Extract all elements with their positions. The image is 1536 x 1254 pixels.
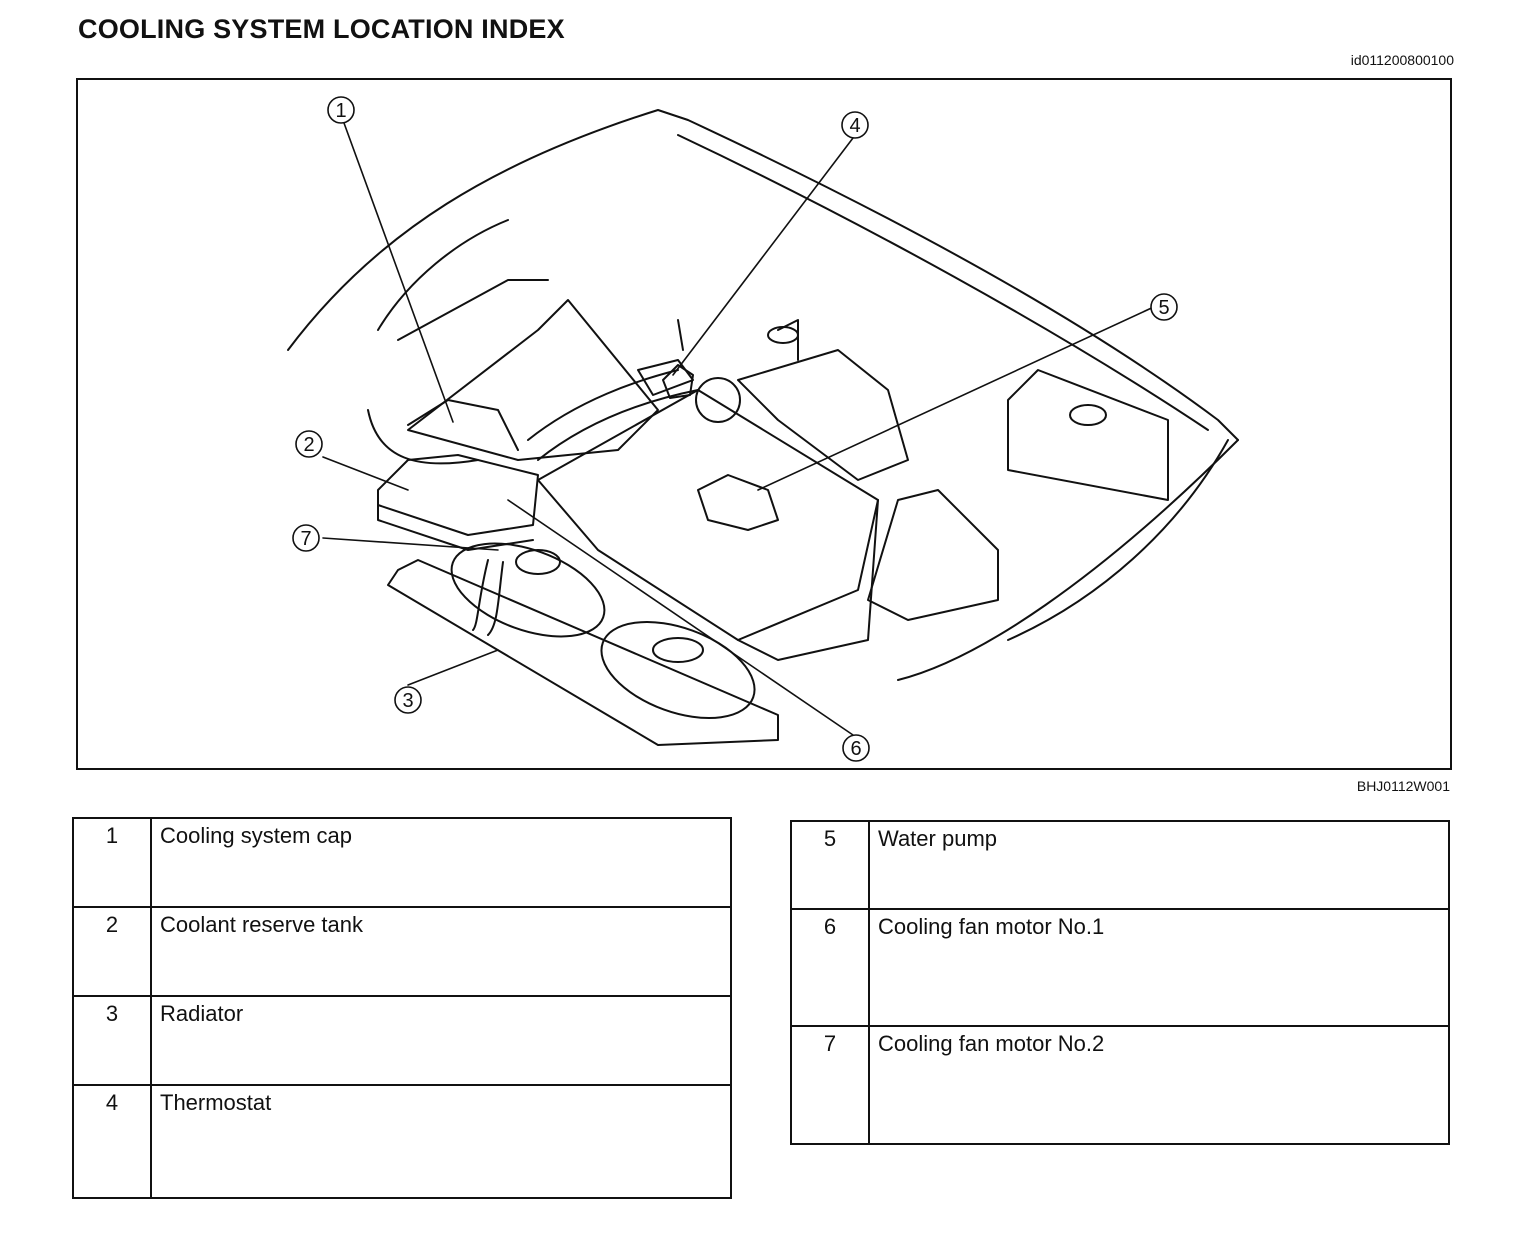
- callout-5: 5: [1158, 297, 1169, 319]
- air-cleaner: [407, 299, 659, 461]
- firewall-line: [897, 439, 1239, 681]
- item-number: 4: [72, 1084, 152, 1199]
- engine-bay-illustration: 1 2 3 4 5 6 7: [76, 78, 1452, 770]
- callout-circles: [292, 96, 1178, 762]
- callout-3: 3: [402, 690, 413, 712]
- document-id: id011200800100: [1350, 52, 1454, 68]
- intake-duct: [527, 369, 679, 441]
- callout-4: 4: [849, 115, 860, 137]
- item-number: 7: [790, 1025, 870, 1145]
- radiator: [387, 559, 779, 746]
- callout-6: 6: [850, 738, 861, 760]
- hood-outline: [287, 109, 1239, 441]
- item-number: 1: [72, 817, 152, 908]
- bay-floor: [367, 409, 1229, 641]
- item-number: 5: [790, 820, 870, 910]
- table-row: 7 Cooling fan motor No.2: [790, 1025, 1450, 1145]
- item-label: Thermostat: [150, 1084, 732, 1199]
- thermostat-housing: [662, 364, 694, 399]
- water-pump: [697, 474, 779, 531]
- page-title: COOLING SYSTEM LOCATION INDEX: [78, 14, 565, 44]
- item-number: 3: [72, 995, 152, 1086]
- item-label: Water pump: [868, 820, 1450, 910]
- item-label: Cooling fan motor No.2: [868, 1025, 1450, 1145]
- location-index-table-left: 1 Cooling system cap 2 Coolant reserve t…: [72, 817, 732, 1199]
- callout-1: 1: [335, 100, 346, 122]
- callout-leaders: [322, 122, 1159, 736]
- table-row: 3 Radiator: [72, 995, 732, 1086]
- item-number: 6: [790, 908, 870, 1027]
- reserve-tank: [377, 454, 539, 536]
- cooling-fan-2: [450, 542, 606, 638]
- item-number: 2: [72, 906, 152, 997]
- figure-id: BHJ0112W001: [1356, 778, 1450, 794]
- table-row: 6 Cooling fan motor No.1: [790, 908, 1450, 1027]
- callout-7: 7: [300, 528, 311, 550]
- table-row: 4 Thermostat: [72, 1084, 732, 1199]
- table-row: 5 Water pump: [790, 820, 1450, 910]
- item-label: Coolant reserve tank: [150, 906, 732, 997]
- battery: [1007, 369, 1169, 501]
- item-label: Radiator: [150, 995, 732, 1086]
- callout-2: 2: [303, 434, 314, 456]
- item-label: Cooling fan motor No.1: [868, 908, 1450, 1027]
- item-label: Cooling system cap: [150, 817, 732, 908]
- fender-line-left: [377, 219, 509, 331]
- alternator: [695, 377, 741, 423]
- engine-bay-drawing: 1 2 3 4 5 6 7: [287, 96, 1239, 762]
- fender-line-right: [677, 134, 1209, 431]
- location-index-table-right: 5 Water pump 6 Cooling fan motor No.1 7 …: [790, 820, 1450, 1145]
- table-row: 2 Coolant reserve tank: [72, 906, 732, 997]
- table-row: 1 Cooling system cap: [72, 817, 732, 908]
- cooling-fan-1: [600, 620, 756, 720]
- radiator-hose: [472, 559, 489, 631]
